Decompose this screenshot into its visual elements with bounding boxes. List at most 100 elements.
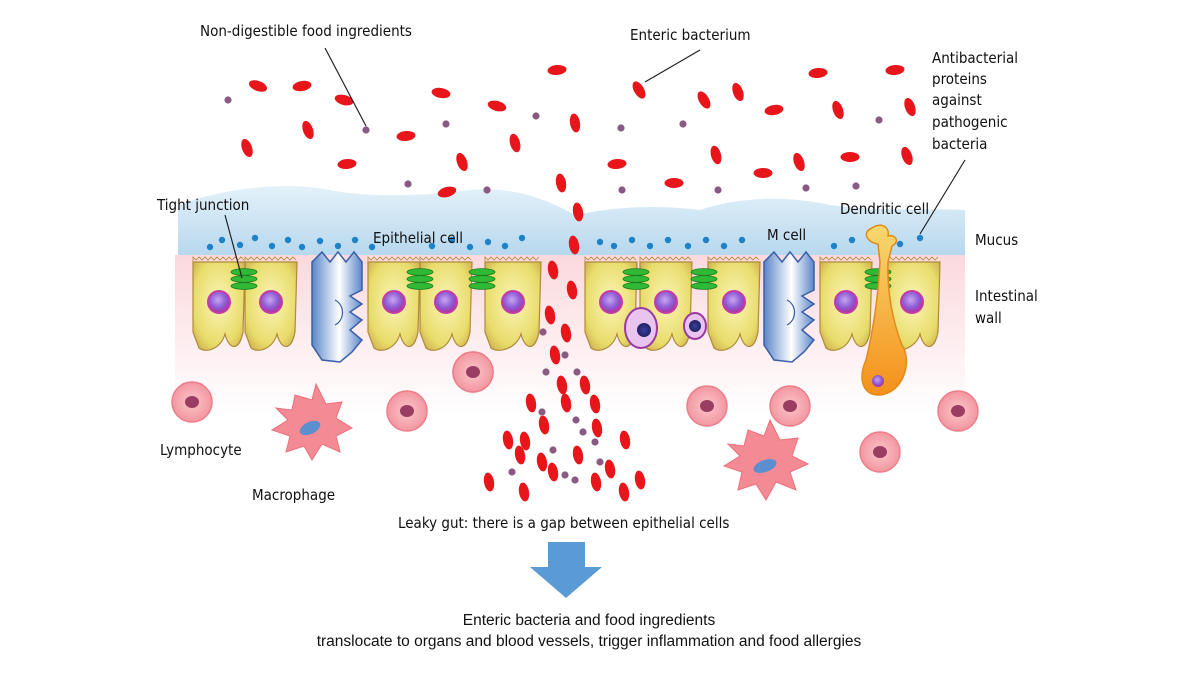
nucleus (599, 290, 623, 314)
mucus-dot (628, 236, 636, 244)
label-epithelial-cell: Epithelial cell (373, 229, 463, 247)
bacterium (904, 97, 916, 117)
bacterium (556, 375, 568, 395)
label-macrophage: Macrophage (252, 486, 335, 504)
food-particle (542, 368, 550, 376)
food-particle (404, 180, 412, 188)
bacterium (732, 82, 744, 102)
label-dendritic-cell: Dendritic cell (840, 200, 929, 218)
epithelial-cell (244, 256, 298, 351)
food-particle (714, 186, 722, 194)
food-particle (532, 112, 540, 120)
bacterium (634, 470, 646, 490)
nucleus (722, 290, 746, 314)
food-particle (802, 184, 810, 192)
mucus-dot (720, 242, 728, 250)
food-particle (483, 186, 491, 194)
label-antibacterial-5: bacteria (932, 135, 987, 153)
epithelial-cell (819, 256, 873, 351)
bacterium (590, 472, 602, 492)
bacterium (697, 91, 711, 109)
bacterium (885, 64, 905, 76)
conclusion-line-1: Enteric bacteria and food ingredients (463, 612, 716, 629)
bacterium (579, 375, 591, 395)
bacterium (560, 323, 572, 343)
food-particle (538, 408, 546, 416)
bacterium (292, 80, 312, 92)
bacterium (502, 430, 514, 450)
bacterium (555, 173, 567, 193)
food-particle (852, 182, 860, 190)
mucus-dot (518, 234, 526, 242)
bacterium (604, 459, 616, 479)
mucus-dot (738, 236, 746, 244)
food-particle (442, 120, 450, 128)
bacterium (337, 158, 357, 170)
tight-junction-icon (406, 268, 434, 290)
mucus-dot (848, 236, 856, 244)
bacterium (589, 394, 601, 414)
nucleus (501, 290, 525, 314)
label-antibacterial-2: proteins (932, 70, 987, 88)
mucus-dot (448, 236, 456, 244)
food-particle (362, 126, 370, 134)
lymphocyte (769, 385, 811, 427)
food-particle (571, 476, 579, 484)
label-intestinal-1: Intestinal (975, 287, 1038, 305)
bacterium (753, 168, 773, 178)
food-particle (679, 120, 687, 128)
bacterium (456, 152, 468, 172)
bacterium (808, 67, 828, 79)
bacterium (514, 445, 526, 465)
label-leaky-gut: Leaky gut: there is a gap between epithe… (398, 514, 729, 532)
down-arrow-icon (530, 542, 602, 598)
bacterium (519, 431, 531, 451)
mucus-dot (646, 242, 654, 250)
bacterium (710, 145, 722, 165)
mucus-dot (236, 241, 244, 249)
mucus-dot (351, 236, 359, 244)
epithelial-cell (883, 256, 941, 351)
bacterium (547, 462, 559, 482)
bacterium (832, 100, 844, 120)
dendritic-cell (861, 224, 908, 396)
mucus-dot (702, 236, 710, 244)
mucus-dots (206, 234, 924, 251)
bacterium (544, 305, 556, 325)
mucus-dot (484, 238, 492, 246)
bacterium (793, 152, 805, 172)
bacterium (547, 64, 567, 76)
bacterium (334, 94, 354, 106)
mucus-dot (368, 243, 376, 251)
mucus-dot (596, 238, 604, 246)
bacterium (568, 235, 580, 255)
mucus-dot (334, 242, 342, 250)
enteric-bacteria (241, 64, 916, 502)
mucus-dot (466, 243, 474, 251)
food-particle (561, 351, 569, 359)
nucleus (382, 290, 406, 314)
lymphocyte (386, 390, 428, 432)
food-particle (618, 186, 626, 194)
label-antibacterial-1: Antibacterial (932, 49, 1018, 67)
epithelial-cell (192, 256, 246, 351)
bacterium (664, 178, 684, 188)
bacterium (437, 186, 457, 198)
label-tight-junction: Tight junction (156, 196, 249, 214)
bacterium (431, 87, 451, 99)
conclusion-line-2: translocate to organs and blood vessels,… (317, 633, 862, 650)
nucleus (654, 290, 678, 314)
bacterium (901, 146, 913, 166)
bacterium (618, 482, 630, 502)
bacterium (302, 120, 314, 140)
food-particle (596, 458, 604, 466)
label-non-digestible: Non-digestible food ingredients (200, 22, 412, 40)
label-enteric-bacterium: Enteric bacterium (630, 26, 751, 44)
nucleus (207, 290, 231, 314)
macrophage-right (722, 418, 810, 501)
epithelial-cell (419, 256, 473, 351)
mucus-dot (316, 237, 324, 245)
lymphocyte (686, 385, 728, 427)
lymphocytes (171, 351, 979, 473)
